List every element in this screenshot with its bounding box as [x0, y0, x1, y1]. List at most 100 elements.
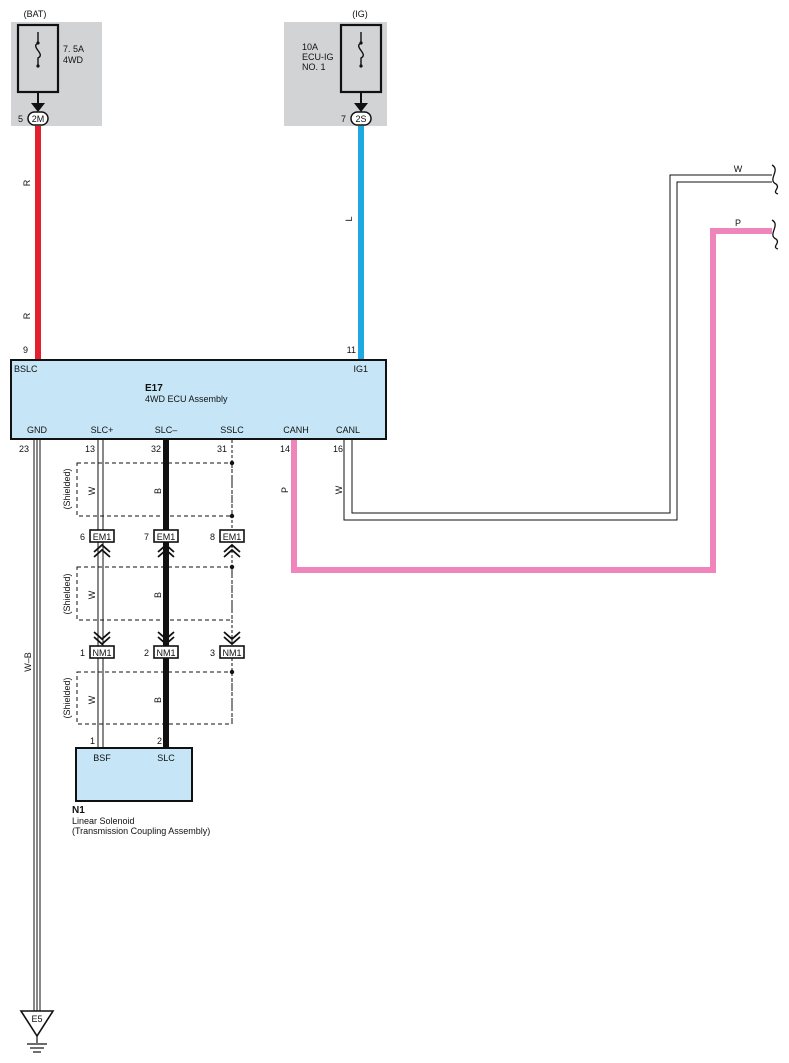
- wire-slc-plus-color-1: W: [87, 486, 97, 495]
- wire-canl-break-icon: [771, 164, 779, 195]
- chevron-down-icon-3: [223, 631, 241, 646]
- ecu-terminal-ig1: IG1: [353, 364, 368, 374]
- ecu-e17: E17 4WD ECU Assembly 9 BSLC 11 IG1 GND S…: [10, 345, 387, 454]
- chevron-down-icon-2: [157, 631, 175, 646]
- wire-canl-color: W: [334, 485, 344, 494]
- connector-nm1-slc-minus: [153, 645, 179, 659]
- ecu-name: 4WD ECU Assembly: [145, 394, 228, 404]
- wire-bslc-color-upper: R: [22, 179, 32, 186]
- shield-node-3a: [229, 669, 235, 675]
- solenoid-n1-box: [75, 747, 193, 802]
- fuse-ig-name-line1: ECU-IG: [302, 52, 334, 62]
- wire-canh-pink: [291, 228, 772, 573]
- can-wires: W W P P: [280, 164, 779, 573]
- wire-canl-outer: [343, 181, 772, 521]
- wire-slc-plus-color-3: W: [87, 695, 97, 704]
- connector-nm1-label-2: NM1: [156, 648, 175, 658]
- connector-em1-pin-1: 6: [80, 532, 85, 542]
- solenoid-n1: 1 2 BSF SLC N1 Linear Solenoid (Transmis…: [72, 736, 210, 836]
- fuse-ig-arrow-icon: [354, 103, 368, 112]
- chevron-up-icon-1: [93, 543, 111, 558]
- shield-box-1: [76, 462, 233, 517]
- connector-2m-label: 2M: [32, 114, 45, 124]
- ecu-pin-canl: 16: [333, 444, 343, 454]
- ecu-terminal-gnd: GND: [27, 425, 48, 435]
- connector-em1-slc-minus: [153, 529, 179, 543]
- connector-2m: [27, 111, 49, 126]
- wire-canh-color-right: P: [735, 218, 741, 228]
- fuse-ig-source: (IG): [352, 9, 368, 19]
- shield-box-3: [76, 671, 233, 725]
- wire-bslc-color-lower: R: [22, 312, 32, 319]
- connector-2s: [350, 111, 372, 126]
- connector-2s-pin: 7: [341, 114, 346, 124]
- wire-canl-color-right: W: [734, 164, 743, 174]
- connector-em1-pin-2: 7: [144, 532, 149, 542]
- wire-slc-minus-color-3: B: [153, 697, 163, 703]
- connector-nm1-slc-plus: [89, 645, 115, 659]
- ecu-terminal-canl: CANL: [336, 425, 360, 435]
- wire-canh-color: P: [280, 487, 290, 493]
- ecu-id: E17: [145, 383, 163, 394]
- ecu-terminal-sslc: SSLC: [220, 425, 244, 435]
- ground-e5: E5: [19, 1010, 55, 1053]
- solenoid-pin-slc: 2: [157, 736, 162, 746]
- wire-canl-inner: [351, 174, 772, 514]
- connector-em1-label-2: EM1: [157, 532, 176, 542]
- wire-ig1-color: L: [344, 216, 354, 221]
- solenoid-id: N1: [72, 805, 85, 816]
- connector-em1-sslc: [219, 529, 245, 543]
- ecu-pin-bslc: 9: [23, 345, 28, 355]
- fuse-ig-node-top: [359, 41, 363, 45]
- shield-label-2: (Shielded): [62, 573, 72, 614]
- ecu-terminal-canh: CANH: [283, 425, 309, 435]
- solenoid-pin-bsf: 1: [90, 736, 95, 746]
- connector-nm1-pin-3: 3: [210, 648, 215, 658]
- fuse-ig-group: (IG) 10A ECU-IG NO. 1 2S 7: [284, 9, 387, 126]
- shield-label-1: (Shielded): [62, 468, 72, 509]
- ecu-pin-slc-minus: 32: [151, 444, 161, 454]
- solenoid-terminal-slc: SLC: [157, 753, 175, 763]
- connector-nm1-pin-2: 2: [144, 648, 149, 658]
- connector-em1-label-3: EM1: [223, 532, 242, 542]
- fuse-bat-source: (BAT): [24, 9, 47, 19]
- connector-nm1-label-3: NM1: [222, 648, 241, 658]
- wire-gnd-color: W–B: [23, 652, 33, 672]
- connector-nm1-label-1: NM1: [92, 648, 111, 658]
- wire-gnd: W–B: [23, 440, 41, 1012]
- solenoid-name: Linear Solenoid: [72, 816, 135, 826]
- wire-slc-minus-color-1: B: [153, 488, 163, 494]
- wire-canh-break-icon: [771, 219, 779, 250]
- solenoid-subname: (Transmission Coupling Assembly): [72, 826, 210, 836]
- solenoid-terminal-bsf: BSF: [93, 753, 111, 763]
- fuse-ig-background: [284, 22, 387, 126]
- slc-wires: (Shielded) W B EM1 6 EM1 7 EM1 8 (Shield…: [62, 440, 245, 748]
- wire-slc-minus-color-2: B: [153, 592, 163, 598]
- connector-em1-slc-plus: [89, 529, 115, 543]
- chevron-up-icon-2: [157, 543, 175, 558]
- connector-nm1-pin-1: 1: [80, 648, 85, 658]
- fuse-bat-group: (BAT) 7. 5A 4WD 2M 5: [11, 9, 102, 126]
- ecu-e17-box: [10, 359, 387, 440]
- ecu-terminal-slc-minus: SLC–: [155, 425, 178, 435]
- fuse-bat-node-bottom: [36, 64, 40, 68]
- ecu-terminal-bslc: BSLC: [14, 364, 38, 374]
- chevron-down-icon-1: [93, 631, 111, 646]
- ecu-pin-gnd: 23: [19, 444, 29, 454]
- fuse-ig-rating: 10A: [302, 42, 318, 52]
- connector-em1-label-1: EM1: [93, 532, 112, 542]
- connector-2m-pin: 5: [18, 114, 23, 124]
- ecu-pin-slc-plus: 13: [85, 444, 95, 454]
- fuse-bat-name: 4WD: [63, 55, 84, 65]
- shield-node-2a: [229, 564, 235, 570]
- shield-node-1a: [229, 460, 235, 466]
- ecu-terminal-slc-plus: SLC+: [91, 425, 114, 435]
- ecu-pin-ig1: 11: [347, 345, 356, 355]
- fuse-bat-arrow-icon: [31, 103, 45, 112]
- fuse-bat-background: [11, 22, 102, 126]
- fuse-bat-node-top: [36, 41, 40, 45]
- ground-triangle-icon: [19, 1010, 55, 1038]
- fuse-ig-node-bottom: [359, 64, 363, 68]
- ecu-pin-canh: 14: [280, 444, 290, 454]
